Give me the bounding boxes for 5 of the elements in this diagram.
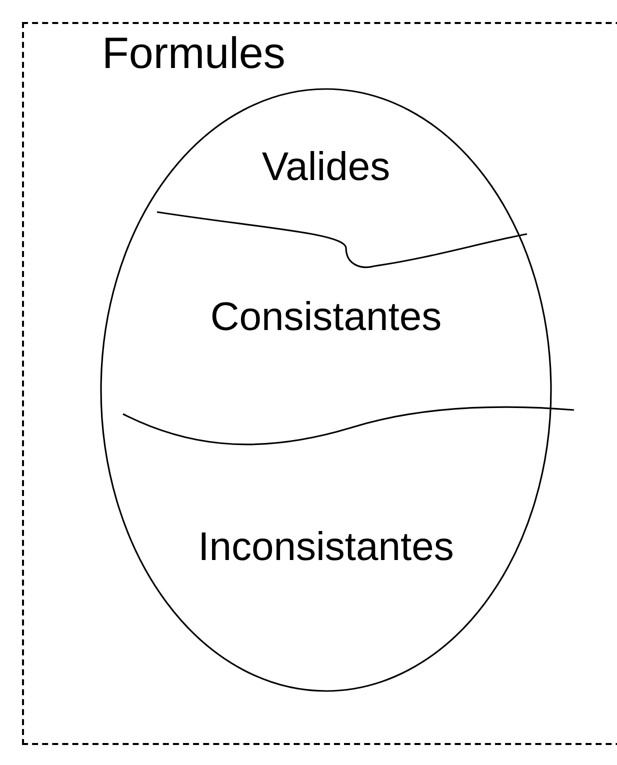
set-label: Inconsistantes — [198, 527, 454, 567]
set-label: Valides — [262, 147, 390, 187]
set-label: Consistantes — [210, 297, 442, 337]
set-title: Formules — [102, 32, 286, 76]
dashed-frame — [22, 22, 617, 745]
